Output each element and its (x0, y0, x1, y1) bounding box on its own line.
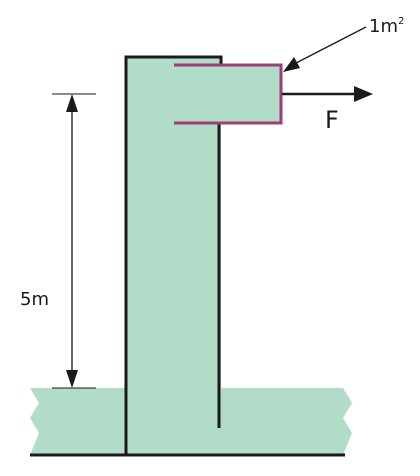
height-arrowhead-bottom (66, 370, 78, 388)
reservoir-water (30, 388, 352, 455)
height-arrowhead-top (66, 94, 78, 112)
nozzle-outline (174, 63, 283, 125)
force-arrow-head (354, 86, 373, 102)
area-leader-line (295, 26, 367, 64)
column-wall (124, 55, 223, 455)
force-label: F (325, 106, 339, 134)
area-leader-arrowhead (283, 57, 300, 72)
nozzle-water (221, 65, 281, 123)
column-water (126, 57, 221, 390)
area-label: 1m2 (369, 16, 404, 37)
height-label: 5m (20, 289, 49, 310)
